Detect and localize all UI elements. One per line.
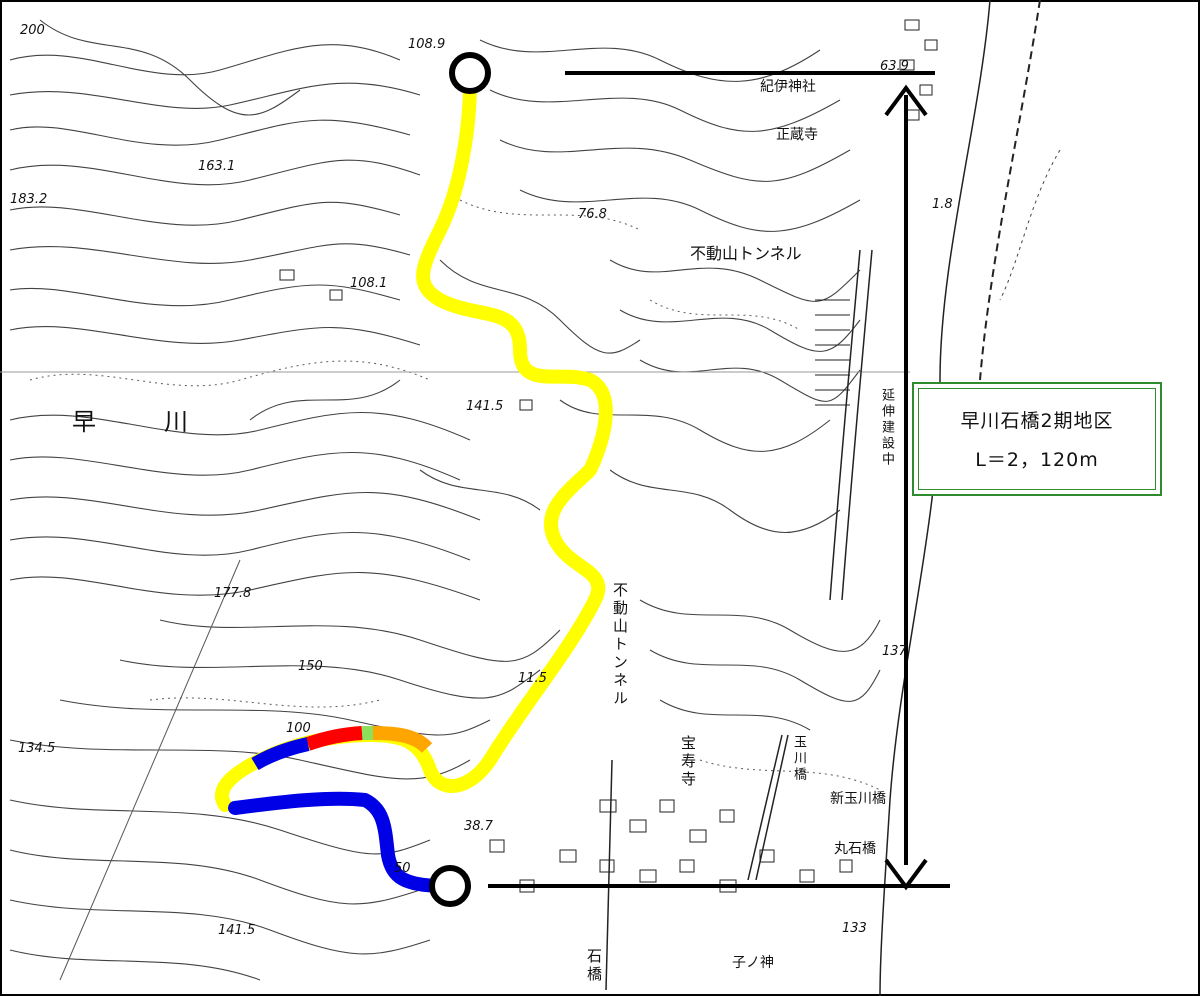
elevation-label: 137 xyxy=(882,644,907,659)
diagonal-road xyxy=(59,559,241,981)
place-label-hojuji: 宝寿寺 xyxy=(679,735,697,789)
route-red xyxy=(305,726,363,751)
elevation-label: 63.9 xyxy=(880,59,909,74)
route-start-marker xyxy=(449,52,491,94)
coast-shore-edge xyxy=(999,149,1061,301)
project-length: L＝2，120m xyxy=(975,449,1099,471)
place-label-tamagawa-bridge: 玉川橋 xyxy=(791,735,806,783)
dimension-arrow xyxy=(884,84,928,891)
place-label-extension-under-construction: 延伸建設中 xyxy=(879,388,894,468)
elevation-label: 183.2 xyxy=(10,192,48,207)
elevation-label: 163.1 xyxy=(198,159,236,174)
tunnel-fudosan-horizontal xyxy=(829,249,873,601)
elevation-label: 38.7 xyxy=(464,819,493,834)
place-label-ishibashi: 石橋 xyxy=(585,948,603,984)
elevation-label: 50 xyxy=(394,861,411,876)
place-label-maruishi-bridge: 丸石橋 xyxy=(834,841,876,857)
place-label-koshijinja: 子ノ神 xyxy=(732,955,774,971)
route-blue-lower xyxy=(228,791,447,893)
place-label-shozoji: 正蔵寺 xyxy=(776,127,818,143)
elevation-label: 200 xyxy=(20,23,45,38)
place-label-kii-shrine: 紀伊神社 xyxy=(760,79,816,95)
tunnel-fudosan-vertical xyxy=(605,734,789,991)
place-label-hayakawa: 早 川 xyxy=(72,408,210,436)
project-title: 早川石橋2期地区 xyxy=(960,410,1114,432)
contour-lines xyxy=(9,19,881,981)
elevation-label: 177.8 xyxy=(214,586,252,601)
place-label-fudosan-tunnel: 不動山トンネル xyxy=(690,244,802,263)
route-blue-upper xyxy=(251,737,310,771)
project-info-inner-frame: 早川石橋2期地区 L＝2，120m xyxy=(918,388,1156,490)
route-orange xyxy=(372,726,433,754)
elevation-label: 141.5 xyxy=(218,923,256,938)
hatching-embankment xyxy=(815,299,850,406)
elevation-label: 100 xyxy=(286,721,311,736)
elevation-label: 150 xyxy=(298,659,323,674)
elevation-label: 76.8 xyxy=(578,207,607,222)
elevation-label: 1.8 xyxy=(932,197,953,212)
route-end-marker xyxy=(429,865,471,907)
elevation-label: 141.5 xyxy=(466,399,504,414)
place-label-shin-tamagawa-bridge: 新玉川橋 xyxy=(830,791,886,807)
place-label-fudosan-tunnel-vertical: 不動山トンネル xyxy=(611,582,629,708)
project-info-box: 早川石橋2期地区 L＝2，120m xyxy=(912,382,1162,496)
elevation-label: 133 xyxy=(842,921,867,936)
elevation-label: 108.1 xyxy=(350,276,388,291)
elevation-label: 134.5 xyxy=(18,741,56,756)
elevation-label: 11.5 xyxy=(518,671,547,686)
railway xyxy=(979,0,1041,381)
elevation-label: 108.9 xyxy=(408,37,446,52)
dotted-boundaries xyxy=(29,199,881,791)
